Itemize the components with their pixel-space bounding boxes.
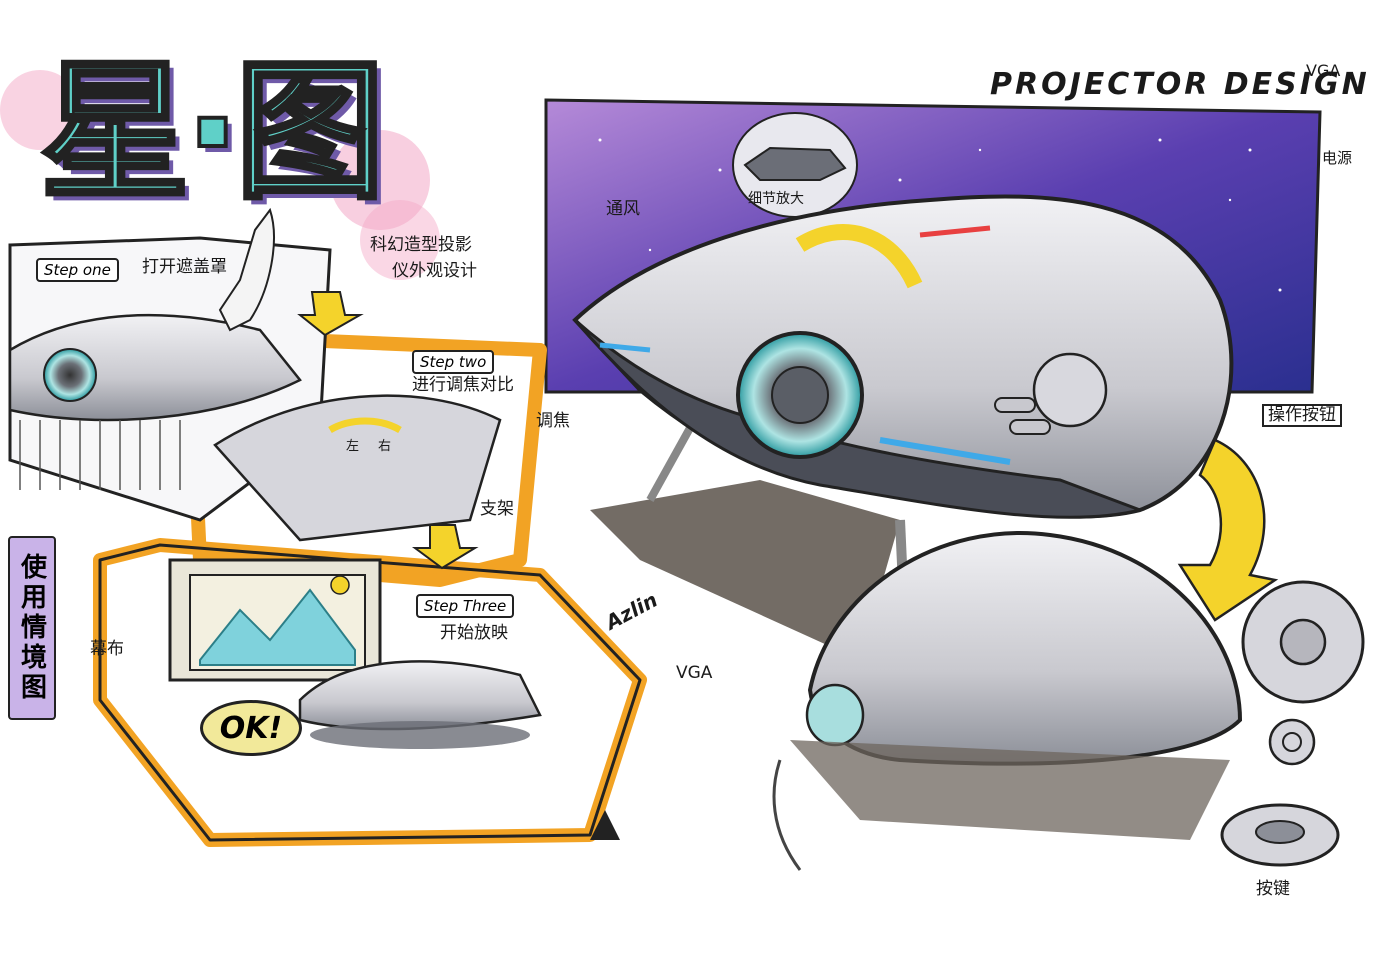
corner-vga-tag: VGA bbox=[1306, 61, 1341, 80]
down-arrow bbox=[411, 524, 479, 570]
rotate-arrow bbox=[1177, 438, 1279, 622]
step-one-text: 打开遮盖罩 bbox=[142, 257, 227, 277]
main-button-slot bbox=[994, 397, 1036, 413]
label-power: 电源 bbox=[1322, 149, 1353, 167]
title-main: 星·图 bbox=[38, 46, 387, 220]
power-button bbox=[1268, 718, 1316, 766]
main-button-slot bbox=[1009, 419, 1051, 435]
scenario-label: 使用情境图 bbox=[8, 536, 56, 720]
step-two-text: 进行调焦对比 bbox=[412, 375, 514, 395]
down-arrow bbox=[297, 291, 364, 337]
label-button: 按键 bbox=[1256, 879, 1290, 899]
concept-line-1: 科幻造型投影 bbox=[370, 235, 472, 255]
main-control-dial bbox=[1032, 352, 1108, 428]
step-two-projector bbox=[213, 394, 502, 542]
focus-arrow-small bbox=[328, 417, 402, 434]
blue-light-strip bbox=[879, 437, 1011, 465]
button-detail-core bbox=[1255, 820, 1305, 844]
ok-bubble: OK! bbox=[200, 700, 302, 756]
pink-splash bbox=[330, 130, 430, 230]
label-screen: 幕布 bbox=[90, 639, 124, 659]
power-symbol-icon bbox=[1282, 732, 1302, 752]
main-projector-dark-band bbox=[573, 318, 1146, 519]
label-vga: VGA bbox=[676, 663, 713, 683]
blue-light-strip bbox=[599, 342, 651, 353]
step-one-label: Step one bbox=[36, 258, 119, 282]
title-english: PROJECTOR DESIGN bbox=[990, 67, 1370, 102]
pink-splash bbox=[360, 200, 440, 280]
step-three-shadow bbox=[310, 721, 530, 749]
label-detail: 细节放大 bbox=[748, 191, 804, 207]
step-one-stand-hatch bbox=[19, 420, 181, 490]
frame-outline bbox=[98, 543, 642, 842]
main-shadow bbox=[590, 480, 900, 660]
label-vent: 通风 bbox=[606, 199, 640, 219]
step-three-text: 开始放映 bbox=[440, 623, 508, 643]
label-right: 右 bbox=[378, 439, 392, 454]
concept-line-2: 仪外观设计 bbox=[392, 261, 477, 281]
pink-splash bbox=[0, 70, 80, 150]
label-stand: 支架 bbox=[480, 499, 514, 519]
control-pad-center bbox=[1279, 618, 1327, 666]
triangle-marker bbox=[590, 810, 620, 840]
screen-image-mountains bbox=[199, 588, 356, 666]
step-three-label: Step Three bbox=[416, 594, 515, 618]
screen-image-sun bbox=[330, 575, 350, 595]
step-one-lens bbox=[43, 348, 97, 402]
rear-vga-port bbox=[805, 683, 865, 747]
focus-arrow-large bbox=[795, 224, 923, 289]
detail-vent-shape bbox=[743, 146, 847, 181]
step-two-label: Step two bbox=[412, 350, 495, 374]
hand-sketch bbox=[218, 207, 275, 332]
label-operation: 操作按钮 bbox=[1262, 404, 1342, 427]
rear-shadow bbox=[790, 740, 1230, 840]
main-lens-core bbox=[771, 366, 829, 424]
label-focus: 调焦 bbox=[536, 411, 570, 431]
label-left: 左 bbox=[346, 439, 360, 454]
red-light-strip bbox=[919, 225, 991, 238]
rear-cable bbox=[772, 759, 802, 871]
